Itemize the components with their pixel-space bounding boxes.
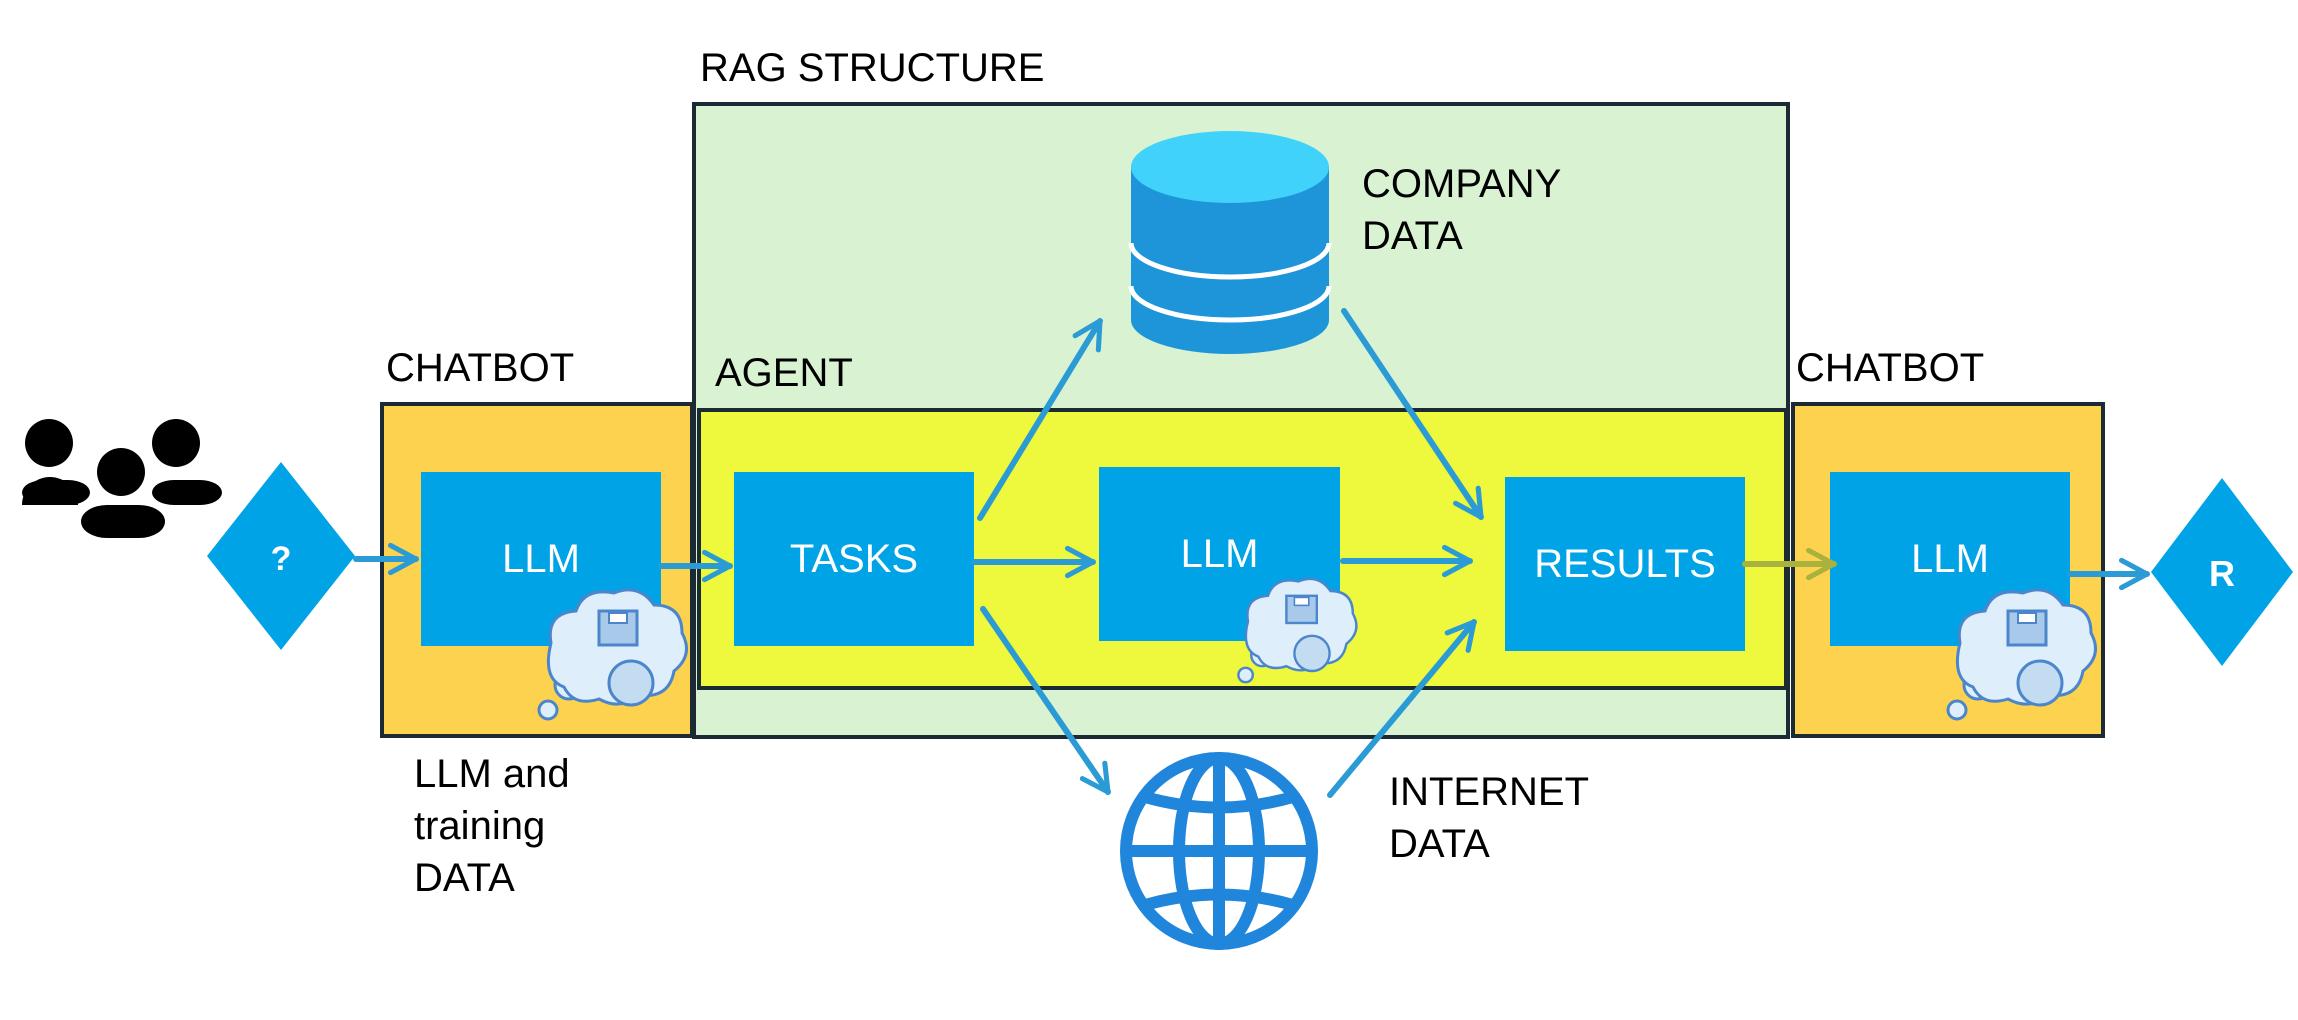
- users-icon: [22, 419, 222, 538]
- response-label: R: [2209, 553, 2235, 594]
- llm-training-label: LLM and training DATA: [414, 752, 570, 900]
- agent-title: AGENT: [715, 351, 853, 395]
- tasks-label: TASKS: [789, 536, 919, 581]
- globe-icon: [1120, 752, 1318, 950]
- company-data-label: COMPANY DATA: [1362, 162, 1562, 258]
- response-diamond: [2151, 478, 2293, 666]
- llm-right-node: LLM: [1830, 472, 2070, 646]
- flow-arrows: [353, 308, 2150, 798]
- brain-cloud-icon: [1237, 577, 1358, 684]
- rag-structure-title: RAG STRUCTURE: [700, 46, 1045, 90]
- tasks-node: TASKS: [734, 472, 974, 646]
- brain-cloud-icon: [1946, 588, 2097, 721]
- question-diamond: [207, 462, 355, 650]
- chatbot-right-title: CHATBOT: [1796, 346, 1985, 390]
- question-label: ?: [271, 540, 292, 578]
- llm-right-label: LLM: [1911, 536, 1989, 581]
- database-icon: [1128, 131, 1332, 354]
- results-label: RESULTS: [1534, 541, 1716, 586]
- llm-mid-label: LLM: [1180, 531, 1259, 576]
- chatbot-left-title: CHATBOT: [386, 346, 575, 390]
- brain-cloud-icon: [537, 588, 688, 721]
- llm-left-label: LLM: [502, 536, 580, 581]
- internet-data-label: INTERNET DATA: [1389, 770, 1589, 866]
- results-node: RESULTS: [1505, 477, 1745, 651]
